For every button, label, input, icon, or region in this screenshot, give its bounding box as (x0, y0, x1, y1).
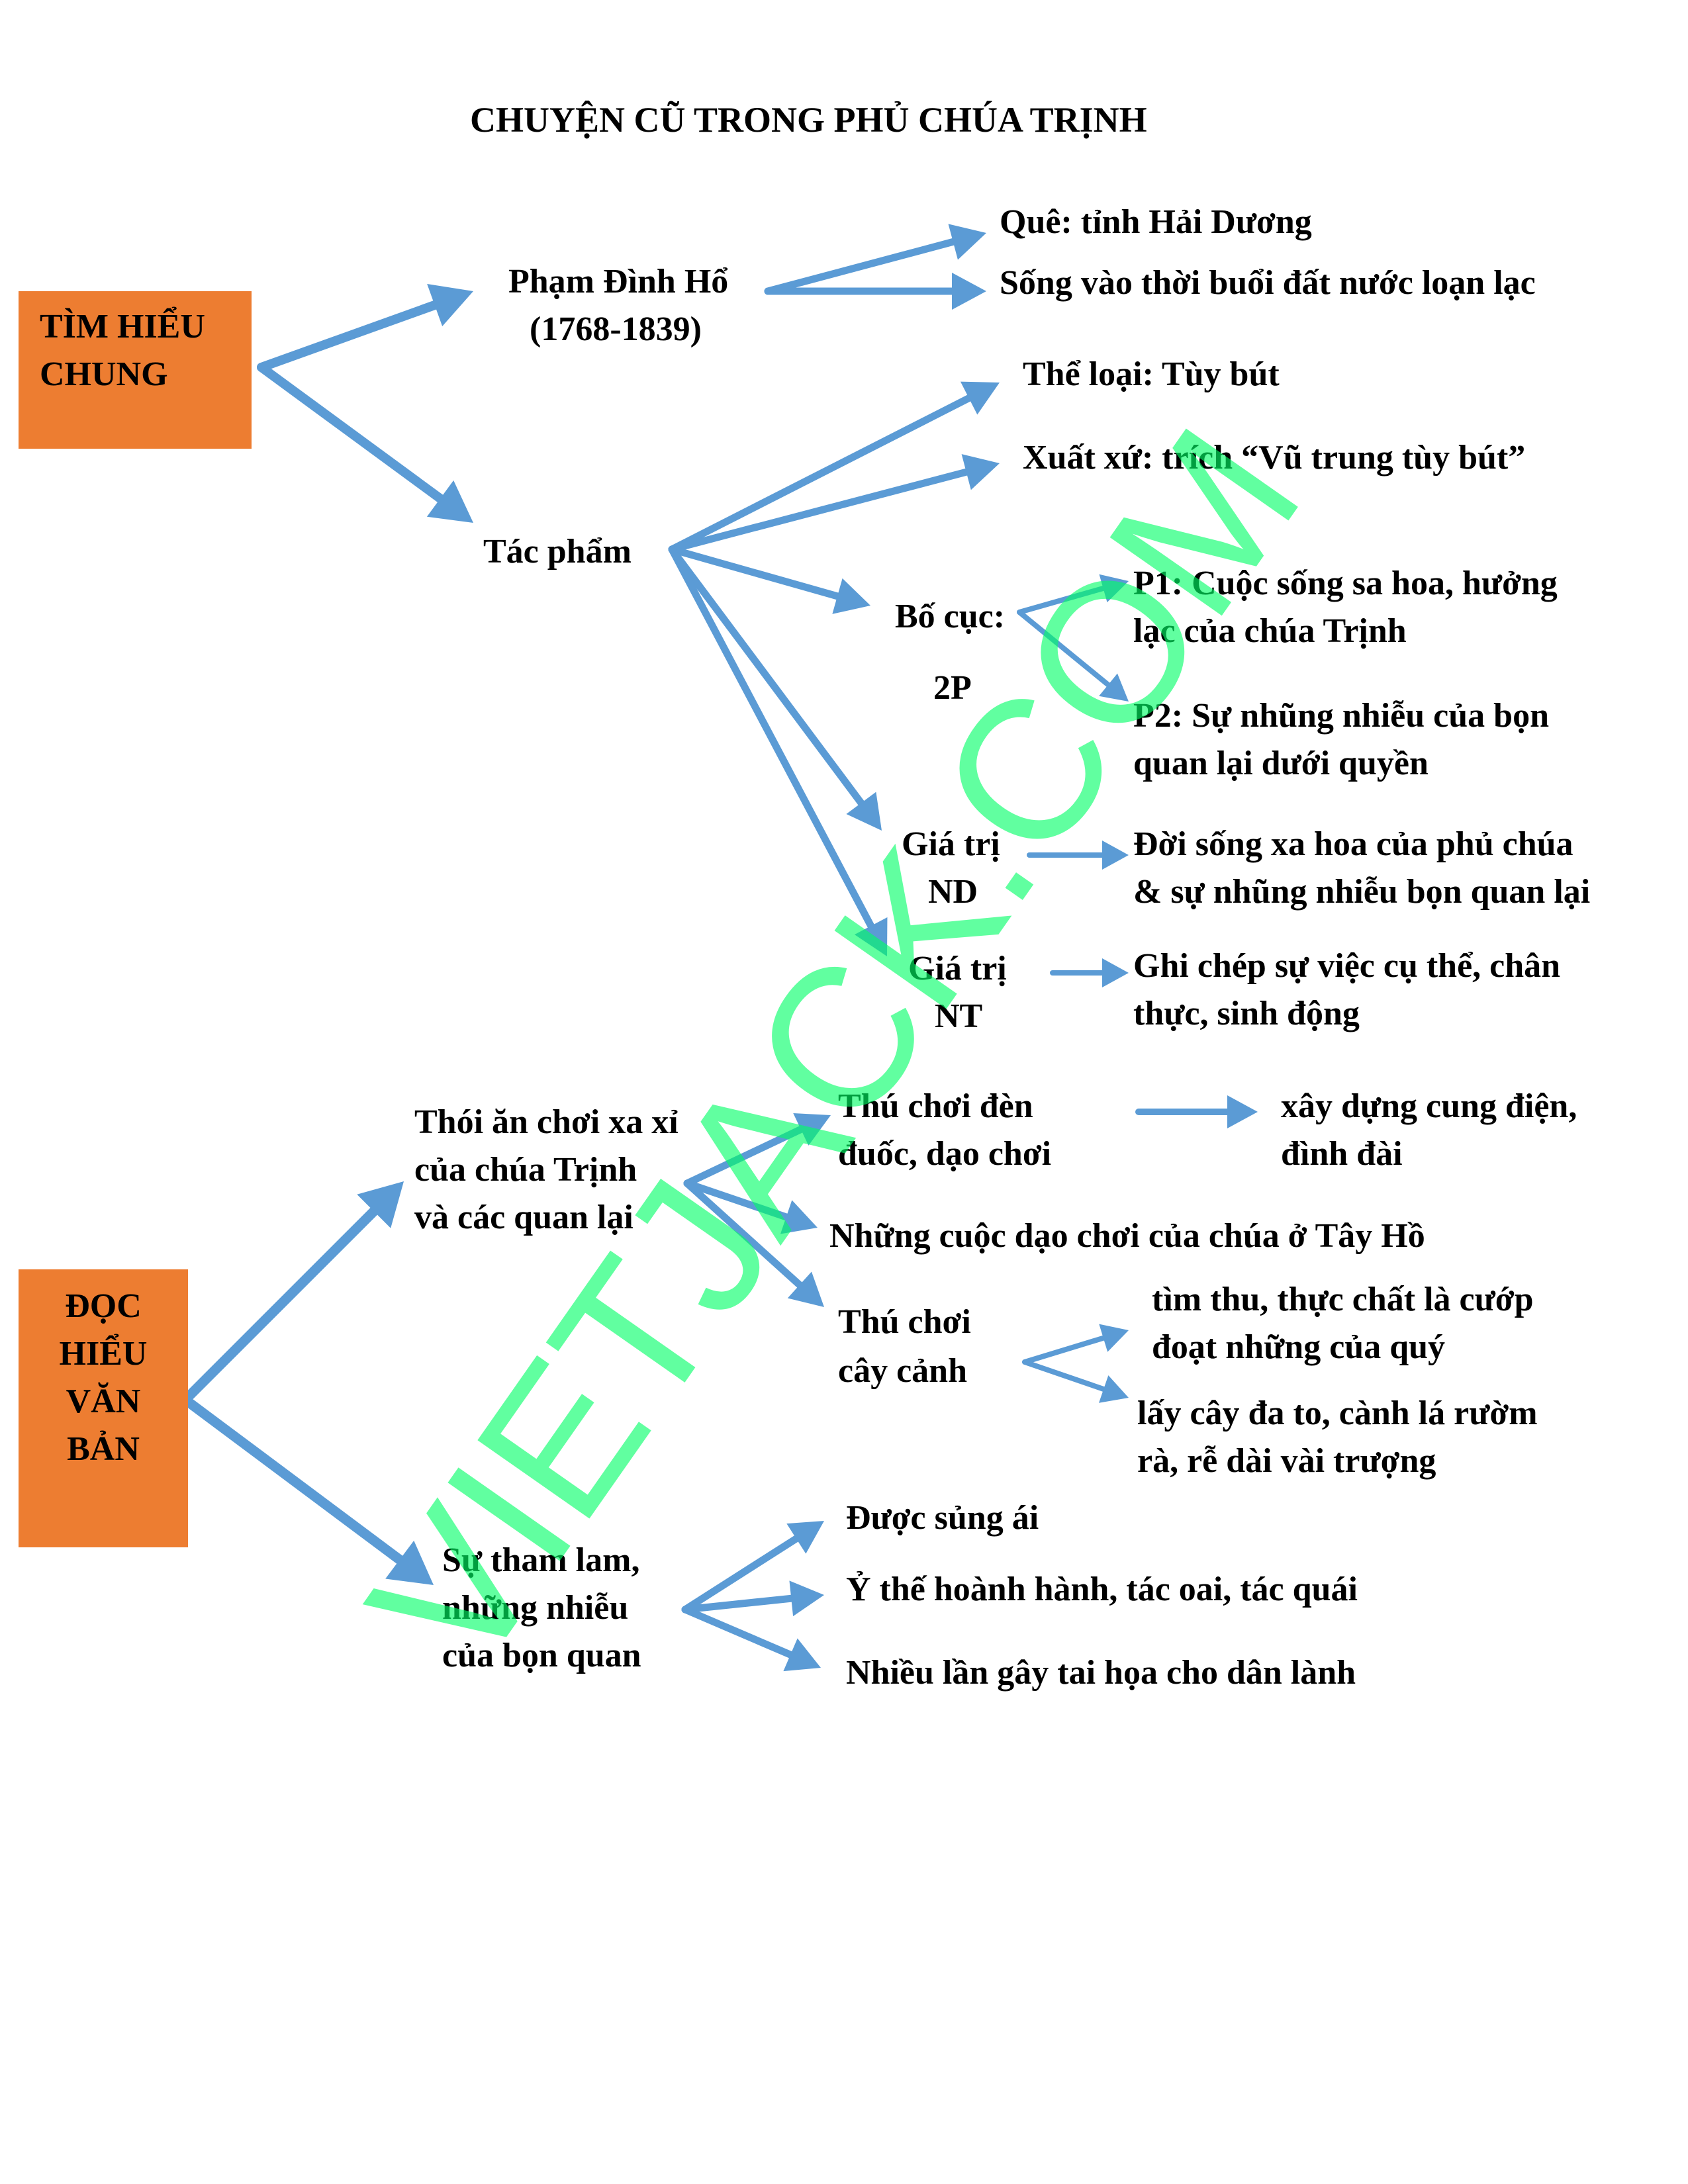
greed-favored: Được sủng ái (846, 1499, 1039, 1537)
arrow-author-to-era (764, 273, 986, 310)
arrow-author-to-hometown (764, 224, 986, 295)
arrow-lamp-to-palace (1135, 1095, 1258, 1128)
author-hometown: Quê: tỉnh Hải Dương (1000, 203, 1312, 241)
arrow-greed-to-abuse (681, 1580, 824, 1617)
arrow-luxury-to-westlake (683, 1179, 818, 1234)
arrow-art-value-to-desc (1050, 958, 1129, 987)
section-reading-label-line1: ĐỌC (65, 1287, 142, 1325)
work-part1-line2: lạc của chúa Trịnh (1133, 612, 1407, 650)
arrow-plants-to-banyan (1022, 1359, 1129, 1403)
work-part2-line1: P2: Sự nhũng nhiễu của bọn (1133, 697, 1550, 735)
author-years: (1768-1839) (530, 310, 702, 348)
section-reading-box: ĐỌC HIỂU VĂN BẢN (19, 1269, 188, 1547)
arrow-reading-to-greed (180, 1394, 434, 1585)
author-name: Phạm Đình Hổ (508, 263, 729, 300)
search-line2: đoạt những của quý (1152, 1328, 1446, 1366)
section-reading-label-line2: HIỂU (59, 1335, 148, 1373)
arrow-greed-to-harm (681, 1606, 821, 1672)
arrow-general-to-author (257, 283, 473, 372)
arrow-work-to-origin (668, 454, 1000, 553)
section-general-label-line1: TÌM HIỂU (40, 308, 205, 345)
content-desc-line1: Đời sống xa hoa của phủ chúa (1133, 825, 1573, 863)
arrow-greed-to-favored (681, 1521, 824, 1614)
work-label: Tác phẩm (483, 533, 632, 570)
greed-harm: Nhiều lần gây tai họa cho dân lành (846, 1654, 1356, 1692)
content-value-line2: ND (928, 873, 978, 911)
arrow-plants-to-search (1022, 1324, 1129, 1365)
arrow-luxury-to-lamp (683, 1113, 831, 1187)
greed-line3: của bọn quan (442, 1637, 641, 1674)
greed-line1: Sự tham lam, (442, 1541, 640, 1579)
work-layout-parts: 2P (933, 669, 972, 707)
banyan-line2: rà, rễ dài vài trượng (1137, 1442, 1436, 1480)
section-reading-label-line4: BẢN (67, 1430, 140, 1468)
greed-abuse: Ỷ thế hoành hành, tác oai, tác quái (846, 1570, 1358, 1608)
arrow-work-to-art-value (668, 545, 888, 956)
work-genre: Thể loại: Tùy bút (1023, 355, 1280, 393)
work-part2-line2: quan lại dưới quyền (1133, 745, 1429, 782)
content-value-line1: Giá trị (902, 825, 1000, 863)
lamp-line1: Thú chơi đèn (838, 1087, 1033, 1125)
art-desc-line2: thực, sinh động (1133, 995, 1360, 1032)
plants-line1: Thú chơi (838, 1303, 971, 1341)
greed-line2: những nhiễu (442, 1589, 629, 1627)
banyan-line1: lấy cây đa to, cành lá rườm (1137, 1394, 1538, 1432)
search-line1: tìm thu, thực chất là cướp (1152, 1281, 1534, 1318)
arrow-work-to-content-value (668, 545, 882, 831)
plants-line2: cây cảnh (838, 1352, 967, 1390)
work-origin: Xuất xứ: trích “Vũ trung tùy bút” (1023, 439, 1526, 477)
arrow-reading-to-luxury (180, 1181, 404, 1405)
palace-line2: đình đài (1281, 1135, 1403, 1173)
arrow-layout-to-part2 (1017, 610, 1129, 702)
work-layout-label: Bố cục: (895, 598, 1006, 635)
work-part1-line1: P1: Cuộc sống sa hoa, hưởng (1133, 565, 1558, 602)
arrow-work-to-genre (668, 381, 1000, 553)
section-general-label-line2: CHUNG (40, 355, 168, 393)
arrow-content-value-to-desc (1027, 841, 1129, 870)
art-value-line1: Giá trị (908, 950, 1007, 987)
author-era: Sống vào thời buổi đất nước loạn lạc (1000, 264, 1536, 302)
section-reading-label-line3: VĂN (66, 1383, 141, 1420)
content-desc-line2: & sự nhũng nhiễu bọn quan lại (1133, 873, 1591, 911)
arrow-layout-to-part1 (1017, 574, 1129, 615)
luxury-line2: của chúa Trịnh (414, 1151, 637, 1189)
art-desc-line1: Ghi chép sự việc cụ thể, chân (1133, 947, 1561, 985)
page-title: CHUYỆN CŨ TRONG PHỦ CHÚA TRỊNH (470, 100, 1147, 140)
arrow-work-to-layout (668, 545, 870, 614)
luxury-line3: và các quan lại (414, 1199, 633, 1236)
westlake-outings: Những cuộc dạo chơi của chúa ở Tây Hồ (829, 1217, 1425, 1255)
luxury-line1: Thói ăn chơi xa xỉ (414, 1103, 679, 1141)
section-general-box: TÌM HIỂU CHUNG (19, 291, 252, 449)
arrow-general-to-work (257, 363, 473, 523)
palace-line1: xây dựng cung điện, (1281, 1087, 1577, 1125)
arrow-luxury-to-plants (683, 1179, 824, 1307)
lamp-line2: đuốc, dạo chơi (838, 1135, 1052, 1173)
art-value-line2: NT (935, 997, 983, 1035)
